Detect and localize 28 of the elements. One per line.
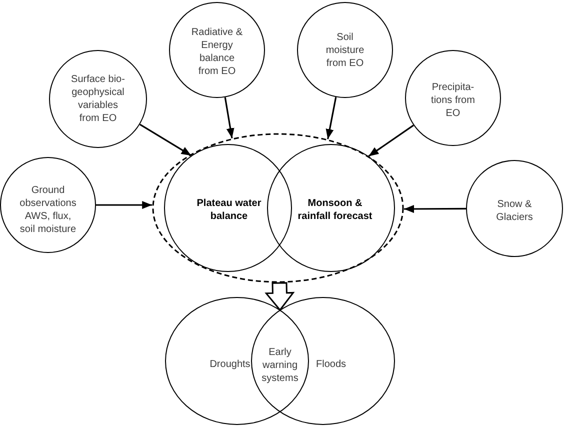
node-label: Plateau water balance	[196, 197, 262, 223]
arrow	[139, 124, 192, 156]
node-label: Floods	[316, 358, 346, 370]
arrow	[326, 96, 337, 140]
source-circle	[169, 2, 265, 98]
node-label: Ground observations AWS, flux, soil moisture	[18, 184, 78, 236]
source-circle	[297, 2, 393, 98]
arrow	[224, 97, 234, 138]
node-label: Droughts	[210, 358, 250, 370]
node-label: Radiative & Energy balance from EO	[190, 26, 244, 78]
outcome-circle	[251, 297, 395, 425]
source-circle	[466, 160, 563, 257]
outcome-circle	[165, 297, 309, 425]
source-circle	[0, 157, 96, 253]
node-label: Surface bio- geophysical variables from EO	[70, 73, 126, 125]
node-label: Early warning systems	[260, 346, 300, 384]
node-label: Soil moisture from EO	[324, 30, 366, 70]
arrow	[404, 204, 466, 213]
node-label: Precipita- tions from EO	[430, 80, 476, 120]
block-arrow	[264, 282, 295, 312]
arrow	[96, 201, 152, 209]
topic-circle	[164, 144, 292, 272]
node-label: Monsoon & rainfall forecast	[296, 197, 374, 223]
node-label: Snow & Glaciers	[495, 198, 534, 224]
dashed-ellipse	[152, 133, 404, 283]
topic-circle	[267, 144, 395, 272]
source-circle	[405, 50, 501, 146]
source-circle	[49, 50, 147, 148]
